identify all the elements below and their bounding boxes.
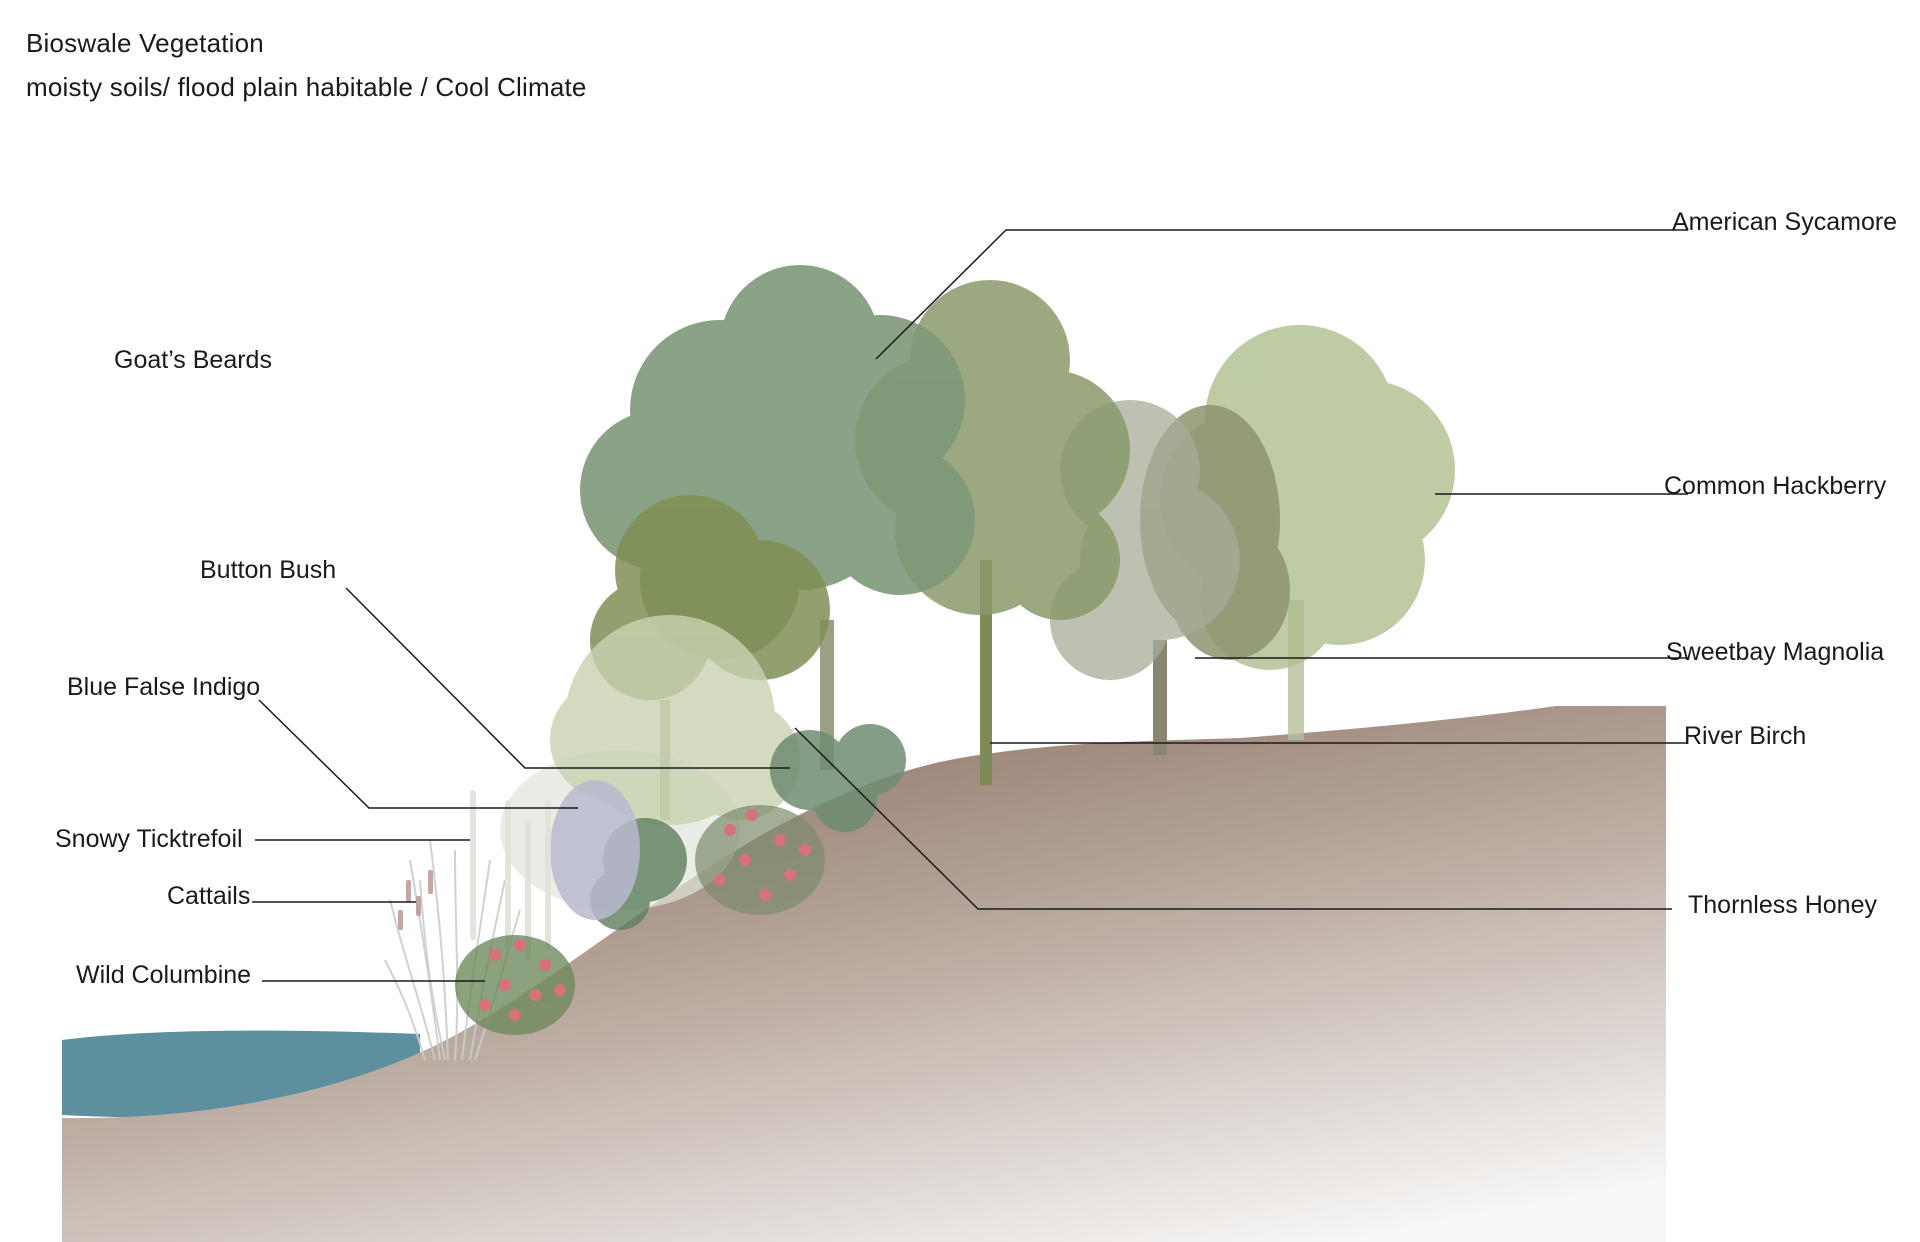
label-blue-false-indigo: Blue False Indigo bbox=[67, 673, 261, 701]
label-common-hackberry: Common Hackberry bbox=[1664, 472, 1887, 500]
tree-thornless-honey bbox=[550, 615, 800, 825]
shrub-button-bush bbox=[770, 724, 906, 832]
shrub-blue-false-indigo bbox=[550, 780, 640, 920]
label-thornless-honey: Thornless Honey bbox=[1688, 891, 1877, 919]
label-wild-columbine: Wild Columbine bbox=[76, 961, 252, 989]
leader-lines bbox=[252, 229, 1688, 982]
label-sweetbay-magnolia: Sweetbay Magnolia bbox=[1666, 638, 1885, 666]
cattail-heads bbox=[398, 870, 433, 930]
label-snowy-ticktrefoil: Snowy Ticktrefoil bbox=[55, 825, 243, 853]
diagram-subtitle: moisty soils/ flood plain habitable / Co… bbox=[26, 72, 587, 102]
leader-blue-false-indigo bbox=[258, 699, 578, 809]
shrub-wild-columbine bbox=[455, 935, 575, 1035]
ticktrefoil-stems bbox=[470, 790, 551, 960]
shrub-pink-mid bbox=[695, 805, 825, 915]
label-goats-beards: Goat’s Beards bbox=[114, 346, 272, 374]
label-button-bush: Button Bush bbox=[200, 556, 337, 584]
leader-american-sycamore bbox=[875, 229, 1688, 360]
soil-bank bbox=[62, 706, 1666, 1242]
leader-thornless-honey bbox=[794, 727, 1672, 910]
diagram-title: Bioswale Vegetation bbox=[26, 28, 264, 58]
leader-button-bush bbox=[345, 587, 790, 769]
label-cattails: Cattails bbox=[167, 882, 251, 910]
label-american-sycamore: American Sycamore bbox=[1672, 208, 1898, 236]
label-river-birch: River Birch bbox=[1684, 722, 1807, 750]
